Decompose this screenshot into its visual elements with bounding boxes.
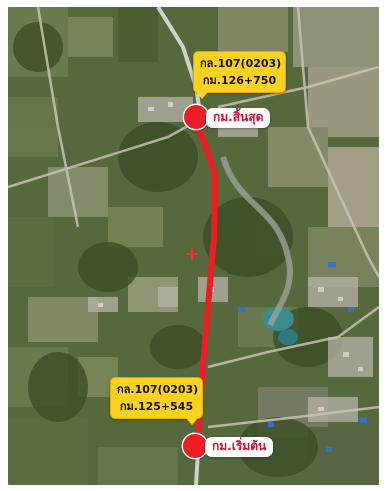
end-point-callout: กล.107(0203) กม.126+750 [193,51,286,99]
start-route-label: กล.107(0203) [117,383,199,396]
route-line [193,120,218,445]
end-marker-icon[interactable] [184,105,208,129]
start-point-label: กม.เริ่มต้น [205,437,274,457]
end-km-label: กม.126+750 [202,74,277,87]
start-km-label: กม.125+545 [119,400,194,413]
crosshair-icon [186,248,198,260]
start-point-callout: กล.107(0203) กม.125+545 [110,377,203,425]
end-route-label: กล.107(0203) [200,57,282,70]
start-marker-icon[interactable] [183,434,207,458]
end-point-label: กม.สิ้นสุด [206,108,271,128]
